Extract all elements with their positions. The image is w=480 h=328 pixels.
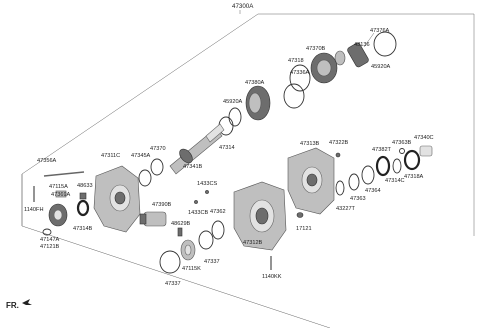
callout-1433cb: 1433CB xyxy=(188,210,208,216)
callout-17121: 17121 xyxy=(296,226,312,232)
callout-47345a: 47345A xyxy=(131,153,151,159)
callout-47115k: 47115K xyxy=(182,266,201,272)
ring-47362 xyxy=(211,220,225,240)
callout-47336a: 47336A xyxy=(290,70,310,76)
bolt-47356a xyxy=(43,171,85,177)
callout-47318a: 47318A xyxy=(404,174,424,180)
seal-47314b xyxy=(76,199,90,217)
shaft-47341b xyxy=(169,123,225,175)
ring-47370 xyxy=(150,158,164,176)
callout-1140kk: 1140KK xyxy=(262,274,282,280)
callout-43136: 43136 xyxy=(354,42,370,48)
callout-47380a: 47380A xyxy=(245,80,265,86)
callout-47121b: 47121B xyxy=(40,244,60,250)
callout-47341b: 47341B xyxy=(183,164,203,170)
callout-47314: 47314 xyxy=(219,145,235,151)
callout-47382t: 47382T xyxy=(372,147,392,153)
ring-47121b xyxy=(42,228,52,236)
callout-47370b: 47370B xyxy=(306,46,326,52)
front-arrow-icon xyxy=(22,299,32,305)
callout-47311c: 47311C xyxy=(101,153,120,159)
callout-45920a-top: 45920A xyxy=(371,64,391,70)
callout-47314b: 47314B xyxy=(73,226,93,232)
callout-47376a: 47376A xyxy=(370,28,390,34)
callout-47313b: 47313B xyxy=(300,141,320,147)
plug-17121 xyxy=(296,212,304,218)
bearing-47115k xyxy=(180,239,196,261)
hub-47370b xyxy=(310,52,338,84)
callout-47370: 47370 xyxy=(150,146,166,152)
plug-47322b xyxy=(335,152,341,158)
assembly-frame xyxy=(21,10,475,328)
callout-47312b: 47312B xyxy=(243,240,263,246)
callout-47369a: 47369A xyxy=(51,192,71,198)
snap-ring-45920a-top xyxy=(373,31,397,57)
ring-47337-a xyxy=(198,230,214,250)
callout-47337-b: 47337 xyxy=(165,281,181,287)
callout-47147a: 47147A xyxy=(40,237,60,243)
callout-47115a: 47115A xyxy=(49,184,68,190)
callout-47340c: 47340C xyxy=(414,135,434,141)
callout-47356a: 47356A xyxy=(37,158,57,164)
ring-47314c xyxy=(392,158,402,174)
ring-43227t xyxy=(335,180,345,196)
bolt-1433cb xyxy=(194,200,198,204)
callout-48633: 48633 xyxy=(77,183,93,189)
cap-47340c xyxy=(419,145,433,157)
callout-47364: 47364 xyxy=(365,188,381,194)
callout-47362: 47362 xyxy=(210,209,226,215)
callout-47390b: 47390B xyxy=(152,202,172,208)
assembly-number-label: 47300A xyxy=(232,3,254,10)
bushing-47376a xyxy=(347,42,369,68)
callout-1433cs: 1433CS xyxy=(197,181,217,187)
seal-47318a xyxy=(403,149,421,171)
ring-47363 xyxy=(348,173,360,191)
actuator-47390b xyxy=(139,211,167,227)
bearing-43136 xyxy=(334,50,346,66)
callout-47318: 47318 xyxy=(288,58,304,64)
callout-48629b: 48629B xyxy=(171,221,191,227)
callout-1140fh: 1140FH xyxy=(24,207,44,213)
flange-47147a xyxy=(48,203,68,227)
callout-47337-a: 47337 xyxy=(204,259,220,265)
sensor-47369a xyxy=(55,190,67,198)
cover-47313b xyxy=(287,147,335,215)
front-direction-indicator: FR. xyxy=(6,299,32,310)
bolt-1433cs xyxy=(205,190,209,194)
seal-47382t xyxy=(375,155,391,177)
ring-47318 xyxy=(289,64,311,92)
pin-48629b xyxy=(177,227,183,237)
ring-47337-b xyxy=(159,250,181,274)
front-label: FR. xyxy=(6,301,19,310)
callout-47322b: 47322B xyxy=(329,140,349,146)
callout-47314c: 47314C xyxy=(385,178,405,184)
ring-47364 xyxy=(361,165,375,185)
callout-47363b: 47363B xyxy=(392,140,412,146)
snap-ring-45920a-mid xyxy=(228,107,242,127)
sprocket-47380a xyxy=(245,85,271,121)
ring-47363b xyxy=(399,148,405,154)
callout-47363: 47363 xyxy=(350,196,366,202)
ring-47345a xyxy=(138,169,152,187)
housing-47311c xyxy=(93,165,141,233)
callout-43227t: 43227T xyxy=(336,206,356,212)
case-47312b xyxy=(233,181,287,251)
ring-47336a xyxy=(283,83,305,109)
plug-48633 xyxy=(79,192,87,200)
callout-45920a-mid: 45920A xyxy=(223,99,243,105)
